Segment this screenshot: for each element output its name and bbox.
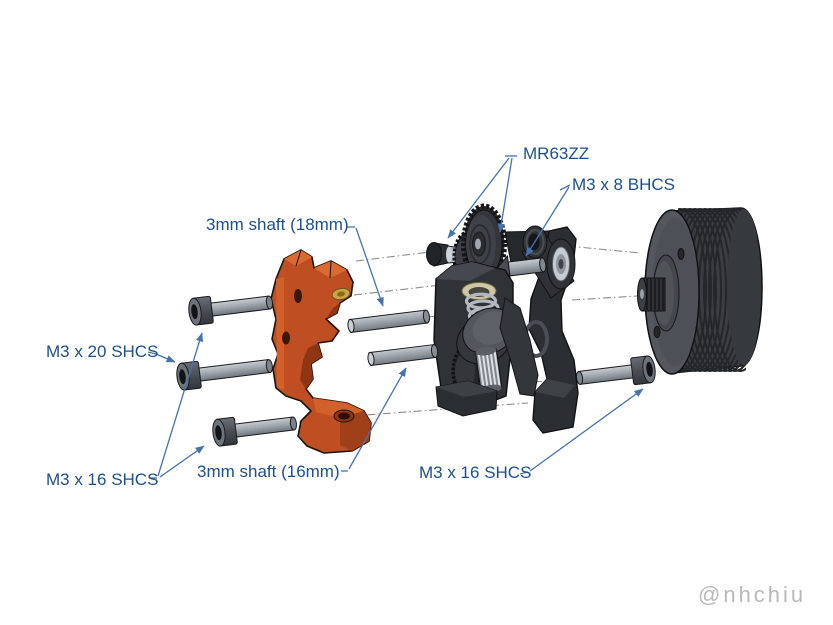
body-hole [282, 331, 290, 345]
dowel-pin-18mm [347, 309, 431, 334]
bhcs-screw-m3x8 [497, 254, 547, 283]
motor-mount-hole [653, 326, 661, 338]
label-m3x16-shcs-left: M3 x 16 SHCS [46, 470, 159, 489]
screw-m3x20 [176, 359, 273, 391]
label-shaft-16mm: 3mm shaft (16mm) [197, 462, 340, 481]
screw-m3x16-top [188, 295, 273, 326]
motor-pinion-gear [637, 277, 666, 312]
body-hole [294, 289, 302, 303]
extruder-body [270, 249, 372, 454]
watermark-credit: @nhchiu [698, 582, 807, 607]
motor-back-cap [727, 209, 761, 365]
guidler-arm [499, 297, 539, 397]
stepper-motor [637, 207, 763, 375]
idler-block [433, 261, 539, 417]
label-bearing-mr63zz: MR63ZZ [523, 144, 590, 163]
label-m3x8-bhcs: M3 x 8 BHCS [572, 175, 675, 194]
motor-mount-hole [677, 248, 685, 260]
label-shaft-18mm: 3mm shaft (18mm) [206, 215, 349, 234]
leader-lines [147, 155, 644, 479]
gear-axle-screw [426, 242, 442, 266]
screw-m3x16-right [575, 355, 656, 386]
screw-m3x16-bottom [212, 416, 297, 447]
dowel-pin-16mm [367, 344, 439, 367]
tensioner-latch [521, 225, 576, 299]
label-m3x20-shcs: M3 x 20 SHCS [46, 342, 159, 361]
label-m3x16-shcs-right: M3 x 16 SHCS [419, 463, 532, 482]
